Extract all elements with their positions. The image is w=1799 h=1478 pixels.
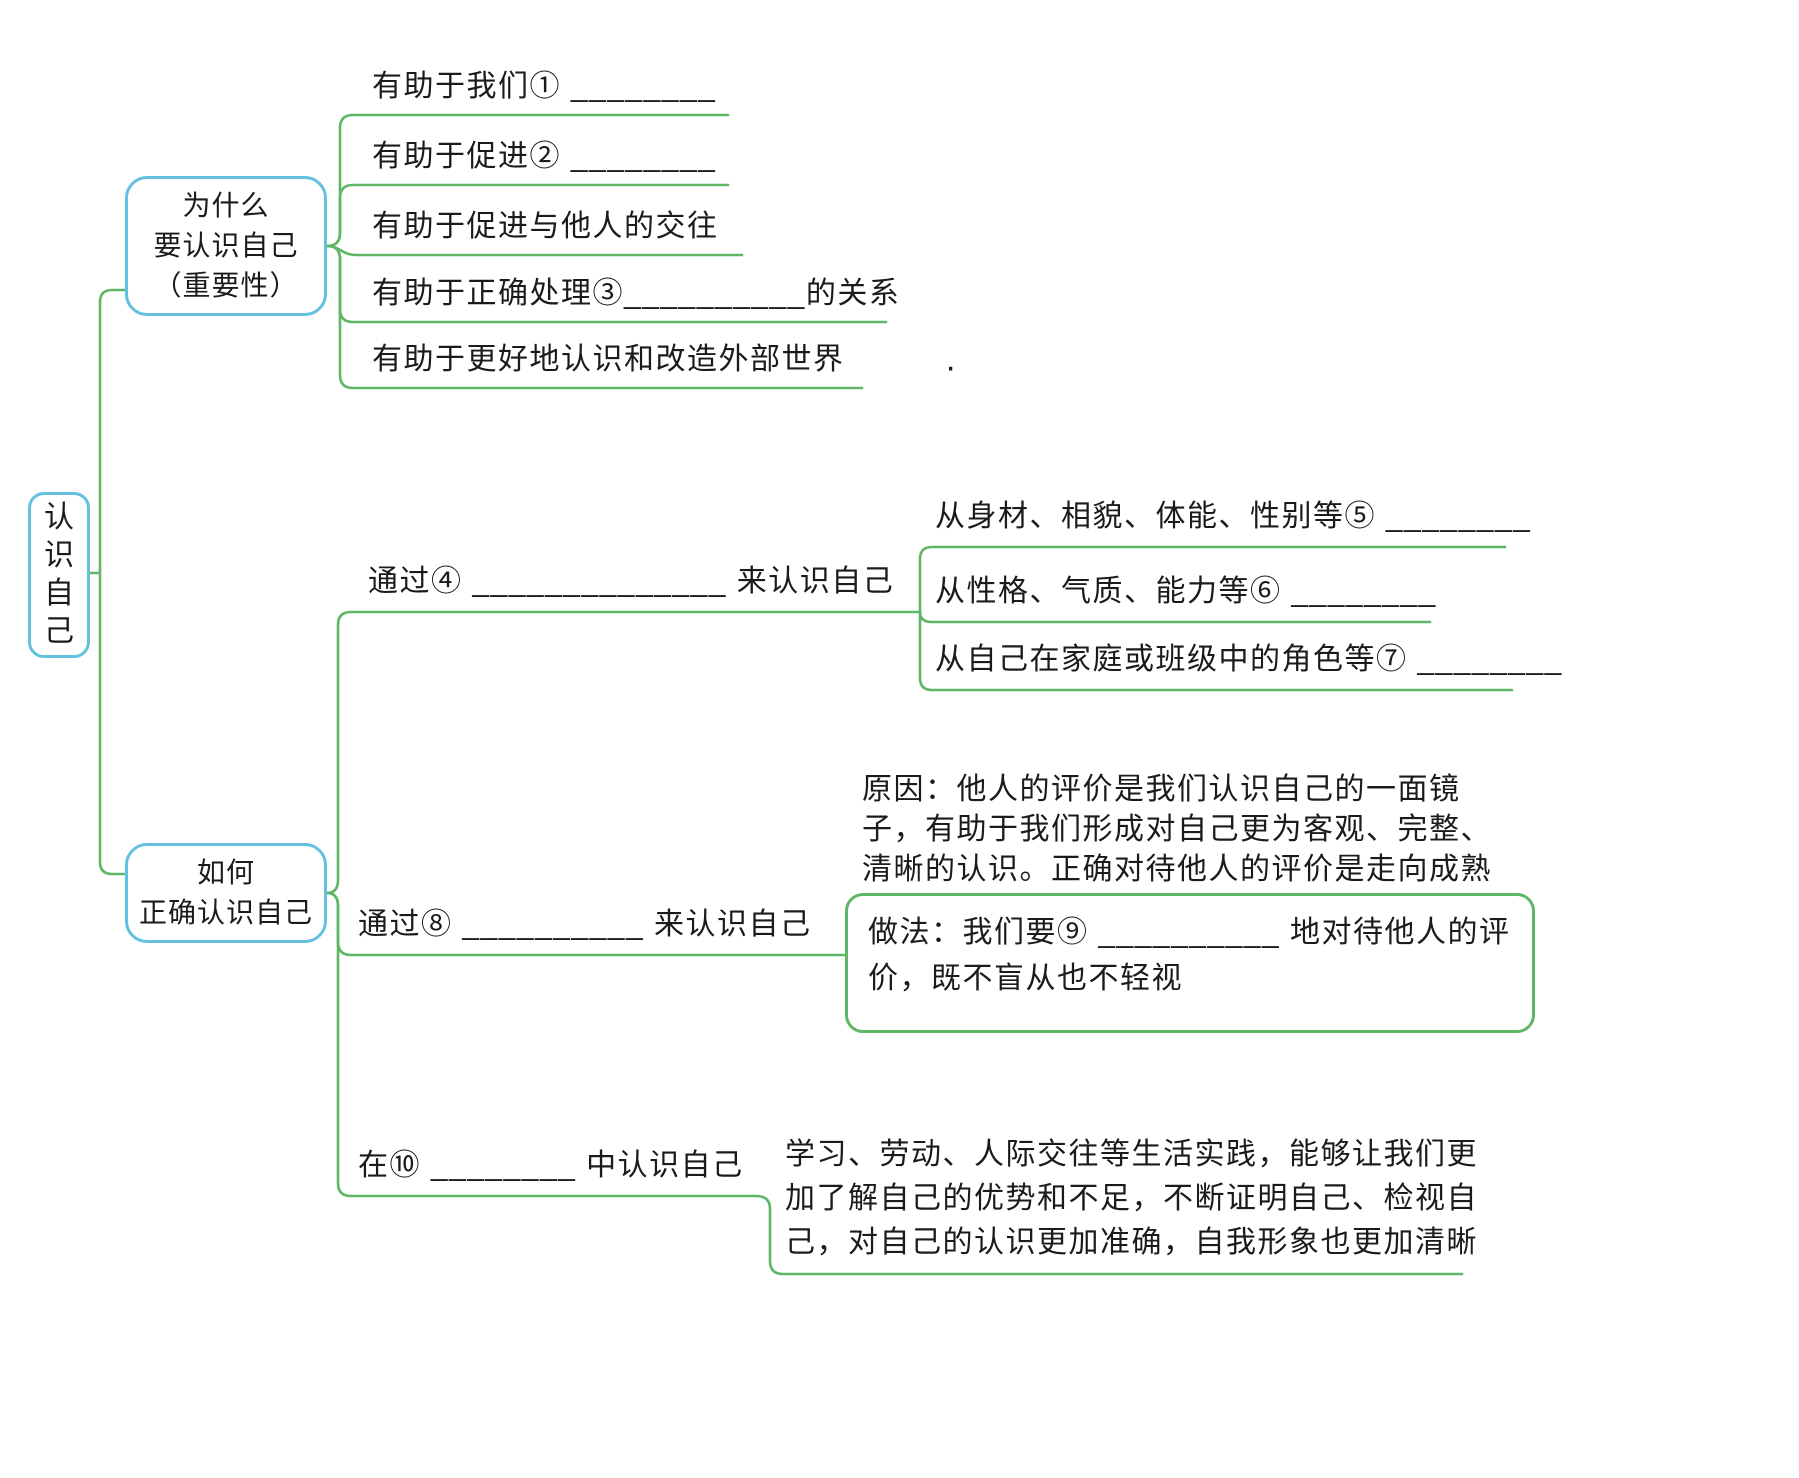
branch-how-node: 如何 正确认识自己 xyxy=(125,843,327,943)
self-eval-item-3: 从自己在家庭或班级中的角色等⑦ ________ xyxy=(935,643,1563,676)
why-item-4: 有助于正确处理③__________的关系 xyxy=(372,277,901,310)
branch-why-label: 为什么 要认识自己 （重要性） xyxy=(153,190,299,301)
branch-why-node: 为什么 要认识自己 （重要性） xyxy=(125,176,327,316)
why-item-2: 有助于促进② ________ xyxy=(372,140,717,173)
why-item-3: 有助于促进与他人的交往 xyxy=(372,210,719,243)
root-node: 认识自己 xyxy=(28,492,90,658)
why-item-1: 有助于我们① ________ xyxy=(372,70,717,103)
why-item-5: 有助于更好地认识和改造外部世界 xyxy=(372,343,845,376)
how-life-practice-label: 在⑩ ________ 中认识自己 xyxy=(358,1149,744,1182)
self-eval-item-2: 从性格、气质、能力等⑥ ________ xyxy=(935,575,1437,608)
how-others-eval-label: 通过⑧ __________ 来认识自己 xyxy=(358,908,812,941)
others-eval-practice-box: 做法：我们要⑨ __________ 地对待他人的评价，既不盲从也不轻视 xyxy=(845,893,1535,1033)
life-practice-note: 学习、劳动、人际交往等生活实践，能够让我们更加了解自己的优势和不足，不断证明自己… xyxy=(785,1138,1478,1259)
how-self-eval-label: 通过④ ______________ 来认识自己 xyxy=(368,565,895,598)
others-eval-practice-text: 做法：我们要⑨ __________ 地对待他人的评价，既不盲从也不轻视 xyxy=(868,916,1511,995)
self-eval-item-1: 从身材、相貌、体能、性别等⑤ ________ xyxy=(935,500,1532,533)
root-label: 认识自己 xyxy=(44,501,74,648)
stray-dot: · xyxy=(945,348,957,386)
branch-how-label: 如何 正确认识自己 xyxy=(138,857,313,928)
